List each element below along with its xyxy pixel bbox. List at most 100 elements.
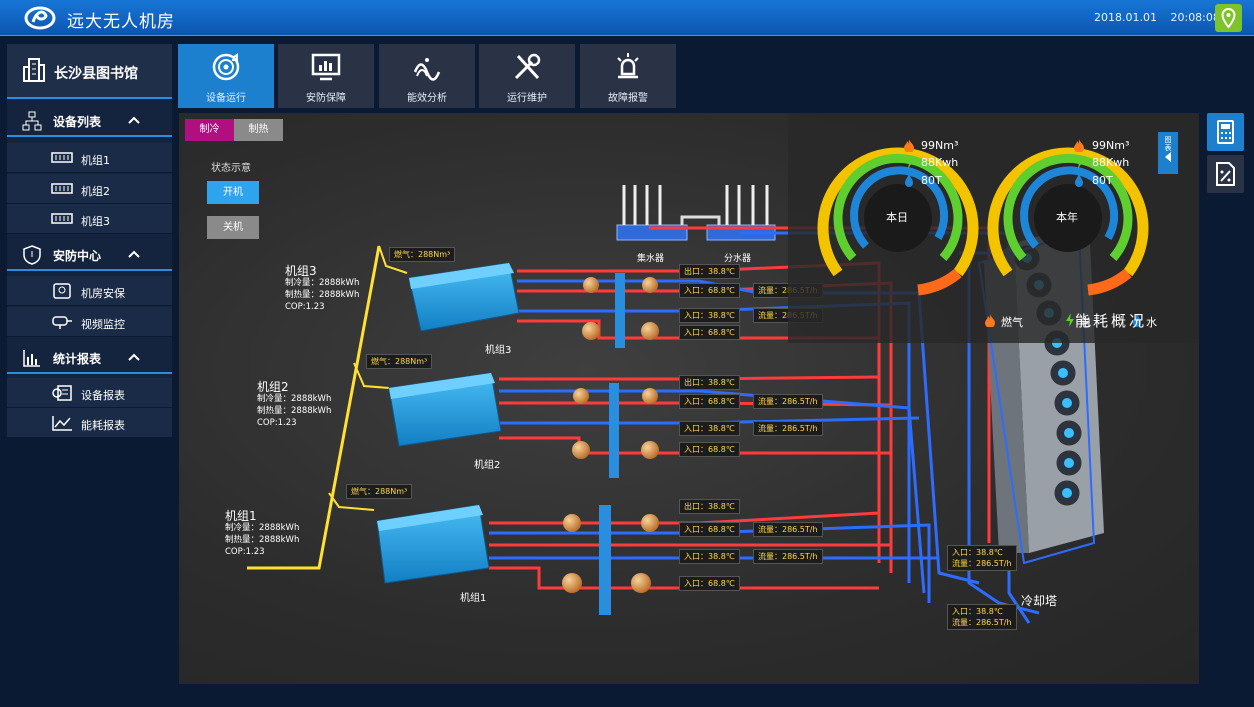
- flow-rate: 流量：286.5T/h: [753, 394, 823, 409]
- chart-collapse-button[interactable]: 图表: [1158, 132, 1178, 174]
- cooling-amount: 制冷量：2888kWh: [225, 523, 300, 533]
- water-drop-icon: [905, 174, 913, 187]
- sidebar-item-unit1[interactable]: 机组1: [7, 143, 172, 173]
- sidebar-item-unit2[interactable]: 机组2: [7, 174, 172, 204]
- legend-power: 电: [1080, 316, 1091, 329]
- chiller-unit-2-graphic: [388, 372, 502, 447]
- efficiency-wave-icon: [413, 58, 441, 81]
- legend-on: 开机: [207, 181, 259, 204]
- gauge-cycle-icon: [212, 53, 240, 81]
- shield-icon: [23, 245, 41, 265]
- tab-equipment-operation[interactable]: 设备运行: [178, 44, 274, 108]
- tab-maintenance[interactable]: 运行维护: [479, 44, 575, 108]
- heating-amount: 制热量：2888kWh: [225, 535, 300, 545]
- building-name: 长沙县图书馆: [54, 66, 138, 82]
- calculator-icon: [1217, 120, 1234, 144]
- flame-icon: [904, 139, 914, 152]
- legend-off: 关机: [207, 216, 259, 239]
- tab-alarm[interactable]: 故障报警: [580, 44, 676, 108]
- building-header[interactable]: 长沙县图书馆: [7, 44, 172, 99]
- sidebar-item-video[interactable]: 视频监控: [7, 307, 172, 337]
- section-reports[interactable]: 统计报表: [7, 342, 172, 374]
- tower-inlet: 入口：38.8℃: [952, 607, 1003, 616]
- sidebar-item-unit3[interactable]: 机组3: [7, 204, 172, 234]
- day-power: 88Kwh: [921, 156, 959, 169]
- cooling-amount: 制冷量：2888kWh: [285, 278, 360, 288]
- energy-overview-panel: 本日 本年 99Nm³ 88Kwh 80T 99Nm³ 88Kwh 80T 图表…: [788, 113, 1199, 343]
- outlet-temp: 出口：38.8℃: [679, 375, 740, 390]
- calculator-button[interactable]: [1207, 113, 1244, 151]
- alarm-light-icon: [617, 53, 639, 79]
- water-drop-icon: [1133, 314, 1141, 327]
- flow-rate: 流量：286.5T/h: [753, 522, 823, 537]
- chevron-up-icon: [128, 116, 140, 124]
- inlet-temp: 入口：68.8℃: [679, 283, 740, 298]
- cooling-tower-label: 冷却塔: [1021, 594, 1058, 608]
- sidebar-item-energy-report[interactable]: 能耗报表: [7, 408, 172, 438]
- sidebar-item-label: 设备报表: [81, 389, 125, 402]
- section-label: 设备列表: [53, 115, 102, 129]
- tab-label: 安防保障: [306, 93, 346, 104]
- tab-label: 能效分析: [407, 93, 447, 104]
- flame-icon: [1074, 139, 1084, 152]
- camera-icon: [52, 316, 72, 329]
- chart-collapse-label: 图表: [1164, 136, 1172, 152]
- legend-gas: 燃气: [1001, 316, 1023, 329]
- network-icon: [22, 111, 42, 131]
- chiller-icon: [51, 183, 73, 194]
- unit-label: 机组2: [474, 460, 501, 471]
- cooling-amount: 制冷量：2888kWh: [257, 394, 332, 404]
- section-security[interactable]: 安防中心: [7, 239, 172, 271]
- unit-info: 机组1 制冷量：2888kWh 制热量：2888kWh COP:1.23: [225, 510, 299, 558]
- unit-title: 机组1: [225, 509, 257, 523]
- sidebar-item-device-report[interactable]: 设备报表: [7, 378, 172, 408]
- section-device-list[interactable]: 设备列表: [7, 105, 172, 137]
- inlet-temp-2: 入口：38.8℃: [679, 549, 740, 564]
- chiller-unit-3-graphic: [408, 262, 520, 332]
- sidebar-item-label: 视频监控: [81, 318, 125, 331]
- bar-chart-icon: [23, 350, 40, 367]
- inlet-temp-2: 入口：38.8℃: [679, 308, 740, 323]
- tab-efficiency[interactable]: 能效分析: [379, 44, 475, 108]
- sidebar: 长沙县图书馆 设备列表 机组1 机组2 机组3 安防中心 机房安保 视频监控 统…: [7, 44, 172, 438]
- mode-cool-button[interactable]: 制冷: [185, 119, 234, 141]
- cop-value: COP:1.23: [225, 547, 265, 557]
- heating-amount: 制热量：2888kWh: [285, 290, 360, 300]
- mode-heat-button[interactable]: 制热: [234, 119, 283, 141]
- tab-label: 故障报警: [608, 93, 648, 104]
- sidebar-item-label: 机组3: [81, 215, 110, 228]
- date: 2018.01.01: [1094, 11, 1157, 24]
- mode-toggle: 制冷 制热: [185, 119, 283, 141]
- app-title: 远大无人机房: [67, 12, 175, 32]
- line-chart-icon: [52, 416, 72, 431]
- lightning-icon: [905, 155, 913, 169]
- tower-tag-2: 入口：38.8℃ 流量：286.5T/h: [947, 604, 1017, 630]
- legend-water: 水: [1146, 316, 1157, 329]
- water-drop-icon: [1075, 174, 1083, 187]
- outlet-temp: 出口：38.8℃: [679, 499, 740, 514]
- outlet-temp: 出口：38.8℃: [679, 264, 740, 279]
- year-water: 80T: [1092, 174, 1113, 187]
- arrow-left-icon: [1165, 152, 1171, 162]
- sidebar-item-room-security[interactable]: 机房安保: [7, 276, 172, 306]
- plant-diagram: 制冷 制热 状态示意 开机 关机 集水器 分水器 燃气：288Nm³ 机组3 制…: [179, 113, 1199, 684]
- inlet-temp: 入口：68.8℃: [679, 394, 740, 409]
- chiller-icon: [51, 152, 73, 163]
- gas-tag: 燃气：288Nm³: [366, 354, 433, 369]
- day-water: 80T: [921, 174, 942, 187]
- monitor-chart-icon: [311, 53, 341, 81]
- gauge-label-day: 本日: [886, 211, 908, 224]
- cop-value: COP:1.23: [285, 302, 325, 312]
- lightning-icon: [1075, 155, 1083, 169]
- gauge-label-year: 本年: [1056, 211, 1078, 224]
- chiller-icon: [51, 213, 73, 224]
- inlet-temp-3: 入口：68.8℃: [679, 576, 740, 591]
- report-percent-button[interactable]: [1207, 155, 1244, 193]
- tower-flow: 流量：286.5T/h: [952, 618, 1012, 627]
- day-gas: 99Nm³: [921, 139, 959, 152]
- year-gas: 99Nm³: [1092, 139, 1130, 152]
- location-button[interactable]: [1215, 4, 1242, 32]
- device-report-icon: [52, 385, 72, 401]
- tab-security[interactable]: 安防保障: [278, 44, 374, 108]
